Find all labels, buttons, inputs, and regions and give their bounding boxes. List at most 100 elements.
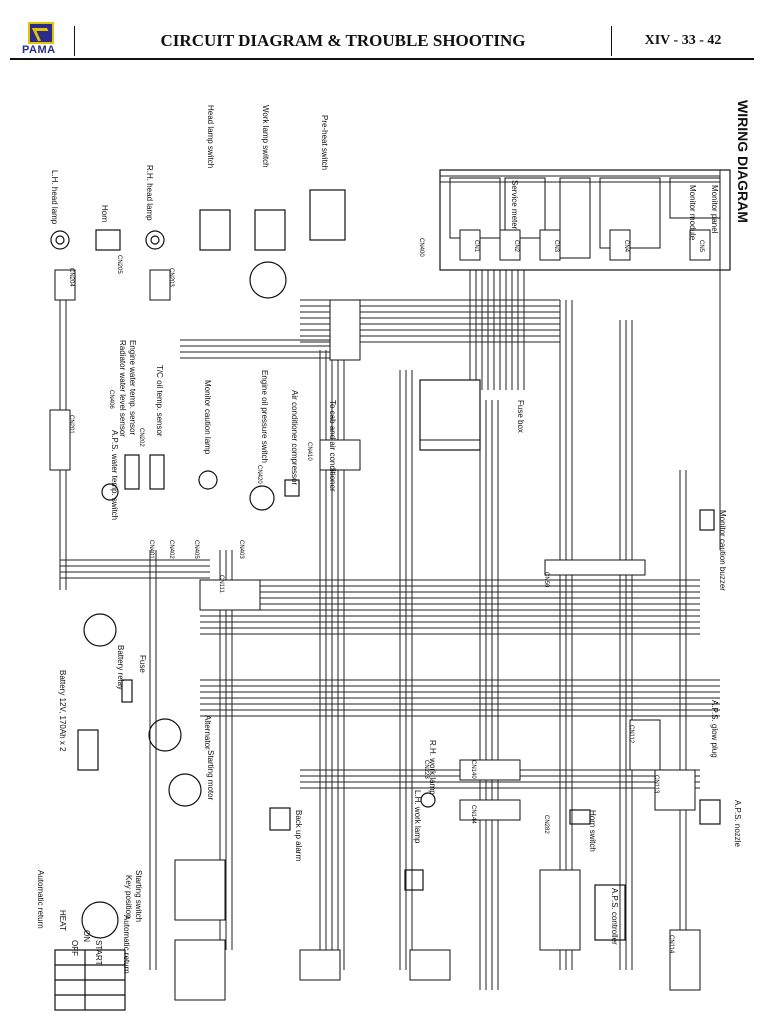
horn-switch-icon [569,809,591,825]
tc-oil-temp-label: T/C oil temp. sensor [155,365,164,437]
connector-block [54,269,76,301]
battery-relay-label: Battery relay [116,645,125,690]
connector-tag: CN403 [238,540,244,559]
connector-tag: CN5 [698,240,704,253]
air-con-compressor-label: Air conditioner compressor [290,390,299,485]
connector-tag: CN204 [68,268,74,287]
connector-tag: CN400 [418,238,424,257]
connector-block [689,229,711,261]
connector-block [419,379,481,441]
page-title: CIRCUIT DIAGRAM & TROUBLE SHOOTING [74,26,612,56]
connector-tag: CN420 [256,465,262,484]
engine-water-temp-label: Engine water temp. sensor [128,340,137,435]
logo-text: PAMA [22,44,56,56]
wire-bundle-upper-right [439,169,721,550]
connector-block [409,949,451,981]
starting-switch-icon [81,901,119,939]
connector-block [459,759,521,781]
connector-tag: CN203 [168,268,174,287]
connector-block [629,719,661,771]
key-position-label: Key position [124,875,133,919]
connector-tag: CN50 [543,572,549,588]
starting-motor-icon [168,773,202,807]
aps-glow-plug-label: A.P.S. glow plug [710,700,719,758]
preheat-switch-label: Pre-heat switch [320,115,329,170]
lh-work-lamp-label: L.H. work lamp [413,790,422,844]
connector-tag: CN3 [553,240,559,253]
wire-bundle-center [60,559,700,635]
connector-tag: CN113 [653,775,659,794]
wiring-diagram: WIRING DIAGRAM L.H. head lamp R.H. head … [36,100,751,1011]
connector-block [174,859,226,921]
monitor-caution-lamp-icon [198,470,218,490]
tc-oil-temp-sensor-icon [149,454,165,490]
connector-tag: CN410 [306,442,312,461]
connector-tag: CN406 [108,390,114,409]
connector-tag: CN401 [148,540,154,559]
connector-tag: CN202 [138,428,144,447]
fuse-box-icon [419,379,481,451]
connector-tag: CN112 [628,725,634,744]
battery-icon [77,729,99,771]
aps-nozzle-label: A.P.S. nozzle [733,800,742,848]
connector-tag: CN2 [513,240,519,253]
aps-water-temp-switch-icon [101,483,119,501]
monitor-module-label: Monitor module [688,185,697,241]
connector-block [49,409,71,471]
to-cab-label: To cab and air conditioner [328,400,337,492]
rh-work-lamp-label: R.H. work lamp [428,740,437,795]
connector-block [199,579,261,611]
lh-head-lamp-label: L.H. head lamp [50,170,59,225]
off-label: OFF [70,940,79,956]
work-lamp-switch-label: Work lamp switch [261,105,270,168]
fuse-box-label: Fuse box [516,400,525,433]
starting-motor-label: Starting motor [206,750,215,801]
rh-head-lamp-label: R.H. head lamp [145,165,154,221]
service-meter-label: Service meter [510,180,519,230]
alternator-icon [148,718,182,752]
connector-tag: CN282 [543,815,549,834]
connector-tag: CN111 [218,575,224,593]
connector-block [609,229,631,261]
lh-head-lamp-icon [50,230,70,250]
fuse-icon [121,679,133,703]
automatic-return-left-label: Automatic return [36,870,45,929]
page-header: PAMA CIRCUIT DIAGRAM & TROUBLE SHOOTING … [10,18,754,60]
connector-block [459,799,521,821]
automatic-return-right-label: Automatic return [122,915,131,974]
lh-work-lamp-icon [404,869,424,891]
connector-block [299,949,341,981]
page-number: XIV - 33 - 42 [644,33,722,48]
rh-work-lamp-icon [420,792,436,808]
connector-tag: CN402 [168,540,174,559]
connector-tag: CN1 [473,240,479,253]
rh-head-lamp-icon [145,230,165,250]
connector-block [654,769,696,811]
engine-oil-pressure-label: Engine oil pressure switch [260,370,269,463]
connector-block [544,559,646,576]
connector-block [174,939,226,1001]
aps-controller-label: A.P.S. controller [610,888,619,945]
aps-water-temp-label: A.P.S. water temp. switch [110,430,119,520]
monitor-panel-box [439,169,731,271]
connector-block [319,439,361,471]
battery-label: Battery 12V, 170Ah x 2 [58,670,67,752]
connector-tag: CN205 [116,255,122,274]
start-label: START [94,940,103,966]
battery-relay-icon [83,613,117,647]
pama-logo: PAMA [18,22,64,58]
connector-block [539,869,581,951]
on-label: ON [82,930,91,942]
horn-icon [95,229,121,251]
head-lamp-switch-icon [199,209,231,251]
connector-tag: CN144 [470,805,476,824]
air-con-compressor-icon [284,479,300,497]
connector-block [539,229,561,261]
starting-switch-label: Starting switch [134,870,143,922]
diagram-heading: WIRING DIAGRAM [735,100,751,223]
water-temp-sensor-icon [124,454,140,490]
back-up-alarm-icon [269,807,291,831]
connector-tag: CN140 [470,760,476,779]
head-lamp-switch-label: Head lamp switch [206,105,215,168]
